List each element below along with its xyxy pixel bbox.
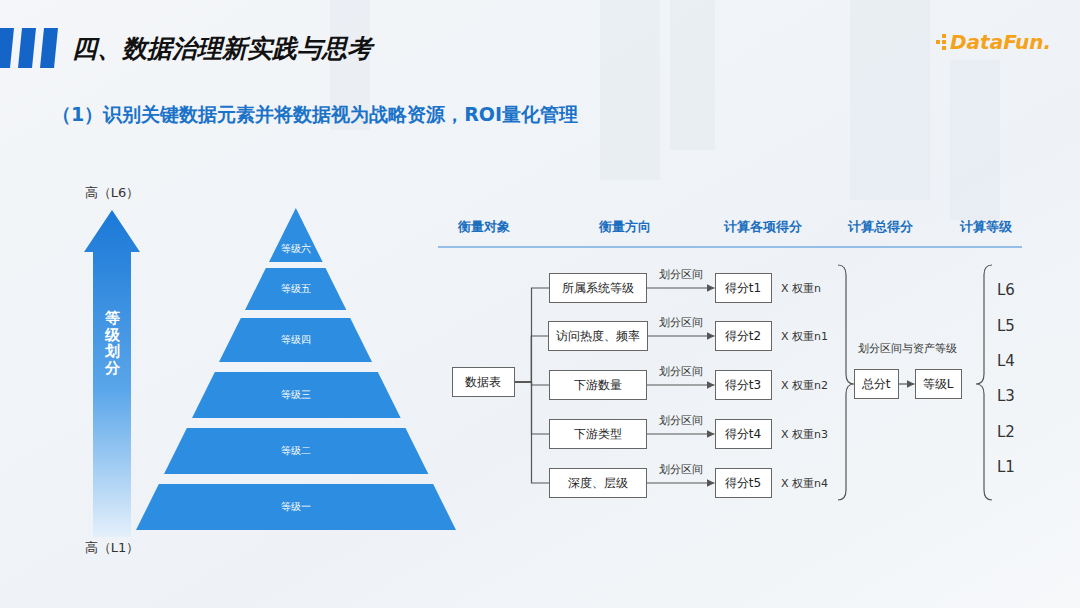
level-label: L4 <box>997 352 1015 370</box>
edge-label: 划分区间 <box>659 315 703 330</box>
column-header: 衡量方向 <box>599 218 651 236</box>
node-text: 下游数量 <box>574 377 622 394</box>
pyramid-tier: 等级三 <box>192 372 401 418</box>
connector <box>647 384 715 385</box>
weight-label: X 权重n1 <box>781 329 828 344</box>
pyramid-tier: 等级二 <box>164 428 428 474</box>
logo-text: DataFun. <box>950 30 1051 54</box>
column-header: 计算各项得分 <box>724 218 802 236</box>
node-text: 等级划分 <box>105 310 120 376</box>
tier-fill <box>245 268 346 310</box>
node-text: 得分t4 <box>725 426 761 443</box>
node-text: 所属系统等级 <box>562 280 634 297</box>
tier-fill <box>192 372 401 418</box>
pyramid-tier: 等级五 <box>245 268 346 310</box>
tier-fill <box>136 484 456 530</box>
node-text: 等级L <box>923 376 954 393</box>
column-header: 计算总得分 <box>848 218 913 236</box>
level-brace <box>976 265 992 500</box>
connector <box>515 382 550 483</box>
weight-label: X 权重n2 <box>781 378 828 393</box>
score-box: 得分t2 <box>715 321 772 351</box>
score-box: 得分t5 <box>715 468 772 498</box>
header-rule <box>438 247 1022 248</box>
column-header: 衡量对象 <box>458 218 510 236</box>
edge-label: 划分区间 <box>659 413 703 428</box>
total-box: 总分t <box>854 369 899 399</box>
node-text: 下游类型 <box>574 426 622 443</box>
tier-fill <box>269 208 323 262</box>
node-text: 得分t2 <box>725 328 761 345</box>
node-text: 访问热度、频率 <box>556 328 640 345</box>
metric-box: 深度、层级 <box>549 468 647 498</box>
connector <box>515 288 550 382</box>
pyramid-tier: 等级六 <box>269 208 323 262</box>
weight-label: X 权重n <box>781 281 821 296</box>
weight-label: X 权重n3 <box>781 427 828 442</box>
logo-dots <box>936 34 946 50</box>
axis-label: 高（L1） <box>85 539 140 557</box>
score-box: 得分t4 <box>715 419 772 449</box>
header-bars <box>0 28 58 68</box>
metric-box: 下游类型 <box>549 419 647 449</box>
connector <box>647 482 715 483</box>
level-label: L3 <box>997 387 1015 405</box>
edge-label: 划分区间 <box>659 267 703 282</box>
level-label: L6 <box>997 281 1015 299</box>
connector <box>648 335 715 336</box>
source-box: 数据表 <box>452 367 515 397</box>
edge-label: 划分区间 <box>659 462 703 477</box>
weight-label: X 权重n4 <box>781 476 828 491</box>
node-text: 等级三 <box>281 388 311 402</box>
column-header: 计算等级 <box>960 218 1012 236</box>
tier-fill <box>164 428 428 474</box>
connector <box>647 433 715 434</box>
level-arrow: 等级划分 <box>84 210 140 537</box>
pyramid-tier: 等级四 <box>219 318 372 362</box>
axis-label: 高（L6） <box>85 184 140 202</box>
level-label: L1 <box>997 458 1015 476</box>
node-text: 总分t <box>862 376 891 393</box>
level-label: L5 <box>997 317 1015 335</box>
node-text: 数据表 <box>465 374 501 391</box>
node-text: 得分t3 <box>725 377 761 394</box>
metric-box: 下游数量 <box>549 370 647 400</box>
pyramid-tier: 等级一 <box>136 484 456 530</box>
level-box: 等级L <box>915 369 962 399</box>
node-text: 得分t1 <box>725 280 761 297</box>
arrow-fill <box>84 210 140 537</box>
metric-box: 访问热度、频率 <box>548 321 648 351</box>
edge-label: 划分区间 <box>659 364 703 379</box>
connector <box>647 287 715 288</box>
node-text: 等级五 <box>281 282 311 296</box>
sum-brace <box>838 265 854 500</box>
connector <box>899 383 915 384</box>
score-box: 得分t1 <box>715 273 772 303</box>
tier-fill <box>219 318 372 362</box>
node-text: 得分t5 <box>725 475 761 492</box>
level-label: L2 <box>997 423 1015 441</box>
node-text: 等级二 <box>281 444 311 458</box>
connector <box>515 336 549 382</box>
metric-box: 所属系统等级 <box>549 273 647 303</box>
score-box: 得分t3 <box>715 370 772 400</box>
node-text: 深度、层级 <box>568 475 628 492</box>
subtitle: （1）识别关键数据元素并将数据视为战略资源，ROI量化管理 <box>52 102 578 128</box>
node-text: 等级四 <box>281 333 311 347</box>
note-label: 划分区间与资产等级 <box>858 341 957 356</box>
node-text: 等级六 <box>281 242 311 256</box>
slide-title: 四、数据治理新实践与思考 <box>72 32 372 65</box>
node-text: 等级一 <box>281 500 311 514</box>
